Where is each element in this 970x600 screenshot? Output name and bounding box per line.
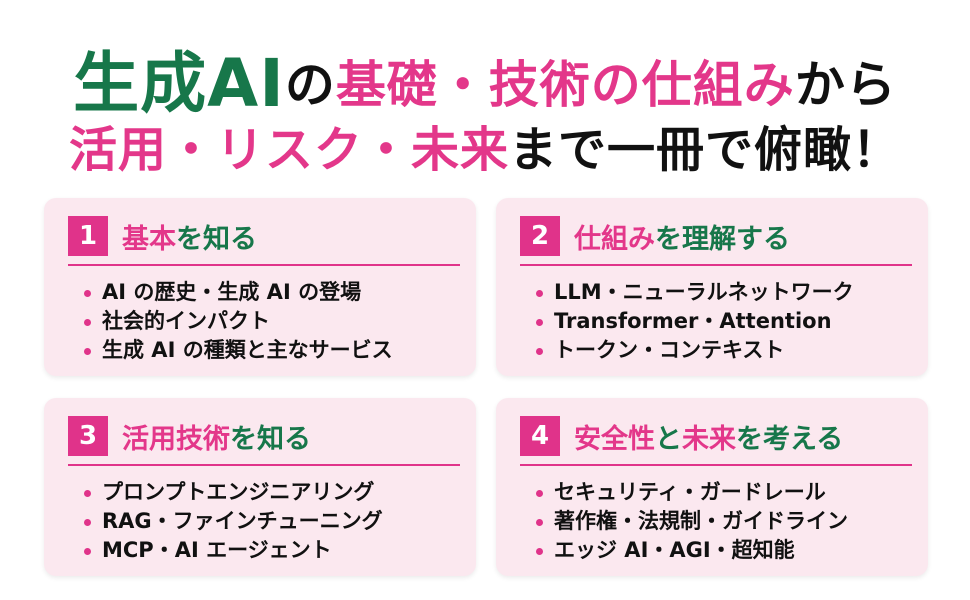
headline-line-1: 生成AIの基礎・技術の仕組みから [0, 30, 970, 126]
card-title-part: と [655, 423, 682, 455]
card-title: 活用技術を知る [122, 417, 311, 456]
card-list: AI の歴史・生成 AI の登場 社会的インパクト 生成 AI の種類と主なサー… [84, 278, 393, 365]
list-item: セキュリティ・ガードレール [536, 478, 848, 507]
card-title-part: を考える [736, 423, 844, 455]
list-item: 社会的インパクト [84, 307, 393, 336]
card-title-part: を知る [230, 423, 311, 455]
list-item: 著作権・法規制・ガイドライン [536, 507, 848, 536]
card-divider [520, 264, 912, 266]
list-item: RAG・ファインチューニング [84, 507, 383, 536]
card-header: 2 仕組みを理解する [520, 216, 790, 256]
card-title-part: 活用技術 [122, 423, 230, 455]
list-item: 生成 AI の種類と主なサービス [84, 336, 393, 365]
topic-card-3: 3 活用技術を知る プロンプトエンジニアリング RAG・ファインチューニング M… [44, 398, 476, 576]
card-number-badge: 2 [520, 216, 560, 256]
card-title-part: 安全性 [574, 423, 655, 455]
card-title-part: を知る [176, 223, 257, 255]
card-header: 4 安全性と未来を考える [520, 416, 843, 456]
headline-part: 基礎・技術の仕組み [335, 56, 795, 114]
headline-part: の [284, 56, 336, 114]
list-item: エッジ AI・AGI・超知能 [536, 536, 848, 565]
card-header: 1 基本を知る [68, 216, 257, 256]
card-title: 基本を知る [122, 217, 257, 256]
headline-part: 活用・リスク・未来 [68, 122, 510, 178]
card-header: 3 活用技術を知る [68, 416, 311, 456]
card-divider [520, 464, 912, 466]
card-title: 仕組みを理解する [574, 217, 790, 256]
headline-line-2: 活用・リスク・未来まで一冊で俯瞰！ [0, 110, 970, 180]
card-title-part: 未来 [682, 423, 736, 455]
headline-part: 生成AI [73, 45, 285, 122]
card-number-badge: 3 [68, 416, 108, 456]
card-title-part: 仕組み [574, 223, 655, 255]
list-item: Transformer・Attention [536, 307, 854, 336]
card-list: プロンプトエンジニアリング RAG・ファインチューニング MCP・AI エージェ… [84, 478, 383, 565]
card-title-part: 基本 [122, 223, 176, 255]
list-item: MCP・AI エージェント [84, 536, 383, 565]
topic-card-4: 4 安全性と未来を考える セキュリティ・ガードレール 著作権・法規制・ガイドライ… [496, 398, 928, 576]
list-item: トークン・コンテキスト [536, 336, 854, 365]
card-title: 安全性と未来を考える [574, 417, 843, 456]
list-item: プロンプトエンジニアリング [84, 478, 383, 507]
card-list: LLM・ニューラルネットワーク Transformer・Attention トー… [536, 278, 854, 365]
headline-part: まで一冊で俯瞰！ [509, 122, 902, 178]
headline-part: から [794, 56, 897, 114]
card-list: セキュリティ・ガードレール 著作権・法規制・ガイドライン エッジ AI・AGI・… [536, 478, 848, 565]
card-title-part: を理解する [655, 223, 790, 255]
topic-card-2: 2 仕組みを理解する LLM・ニューラルネットワーク Transformer・A… [496, 198, 928, 376]
list-item: LLM・ニューラルネットワーク [536, 278, 854, 307]
topic-card-1: 1 基本を知る AI の歴史・生成 AI の登場 社会的インパクト 生成 AI … [44, 198, 476, 376]
card-divider [68, 264, 460, 266]
card-number-badge: 1 [68, 216, 108, 256]
card-number-badge: 4 [520, 416, 560, 456]
card-divider [68, 464, 460, 466]
list-item: AI の歴史・生成 AI の登場 [84, 278, 393, 307]
